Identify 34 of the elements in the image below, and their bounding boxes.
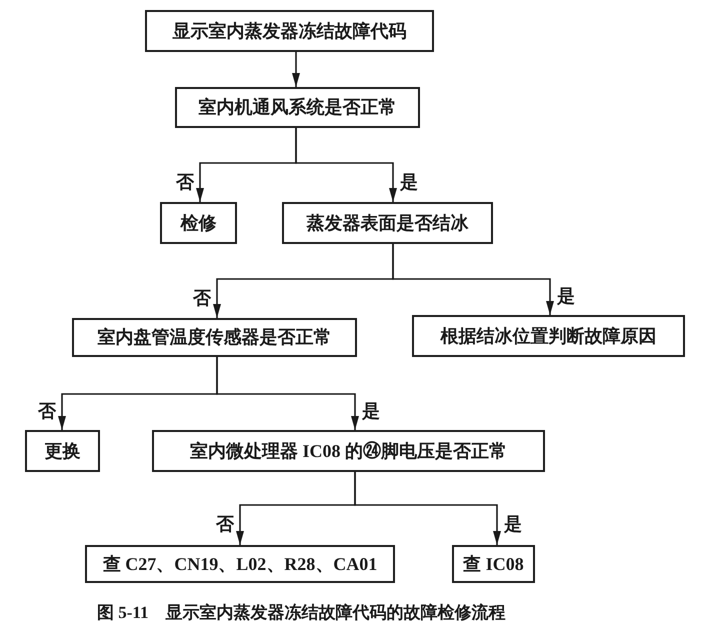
process-box <box>412 315 685 357</box>
step-text: 蒸发器表面是否结冰 <box>306 212 468 234</box>
step-text: 根据结冰位置判断故障原因 <box>440 324 656 348</box>
arrow <box>295 128 397 202</box>
edge-label: 否 <box>216 513 234 536</box>
arrow <box>354 472 501 545</box>
step-text: 室内盘管温度传感器是否正常 <box>98 326 332 349</box>
edge-label: 否 <box>176 170 194 193</box>
process-box <box>160 202 237 244</box>
process-box <box>152 430 545 472</box>
edge-label: 是 <box>557 285 575 308</box>
step-text: 检修 <box>180 212 216 234</box>
step-text: 查 C27、CN19、L02、R28、CA01 <box>102 552 378 576</box>
arrow <box>292 52 300 87</box>
process-box <box>452 545 535 583</box>
process-box <box>72 318 357 357</box>
process-box <box>175 87 420 128</box>
step-text: 室内微处理器 IC08 的㉔脚电压是否正常 <box>190 440 507 462</box>
edge-label: 是 <box>400 170 418 193</box>
arrow <box>216 357 359 430</box>
arrow <box>392 244 554 315</box>
process-box <box>25 430 100 472</box>
edge-label: 是 <box>362 400 380 422</box>
edge-label: 否 <box>38 400 56 422</box>
process-box <box>282 202 493 244</box>
process-box <box>85 545 395 583</box>
step-text: 室内机通风系统是否正常 <box>198 96 396 119</box>
edge-label: 是 <box>504 513 522 536</box>
step-text: 显示室内蒸发器冻结故障代码 <box>172 20 406 42</box>
step-text: 查 IC08 <box>463 552 524 576</box>
process-box <box>145 10 434 52</box>
caption: 图 5-11 显示室内蒸发器冻结故障代码的故障检修流程 <box>97 602 506 624</box>
edge-label: 否 <box>193 286 211 309</box>
step-text: 更换 <box>44 440 80 462</box>
